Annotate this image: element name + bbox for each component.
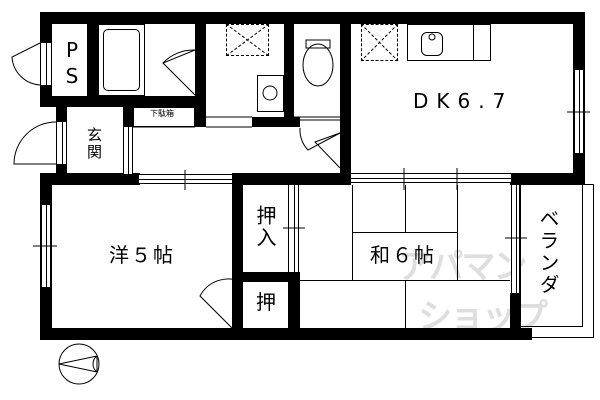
- window-ps-door: [40, 43, 52, 85]
- tatami-line: [352, 232, 458, 233]
- wall-closet-divider: [232, 272, 300, 282]
- wall-wash-toilet: [284, 12, 294, 117]
- kitchen-counter-divider: [473, 24, 474, 61]
- watermark-line1: アパマン: [398, 247, 527, 287]
- room-label-western: 洋５帖: [109, 243, 175, 267]
- wall-shoe-left: [123, 107, 133, 127]
- wall-washitsu-veranda: [510, 293, 520, 340]
- wall-wash-left: [195, 12, 206, 127]
- veranda-inner: [520, 184, 583, 327]
- shoe-cabinet-frame: [123, 127, 133, 174]
- room-label-shoe-cabinet: 下駄箱: [150, 109, 174, 118]
- sliding-door-veranda: [511, 185, 520, 293]
- tatami-line: [405, 185, 406, 232]
- room-label-closet-small: 押: [256, 290, 276, 314]
- wall-bath-bottom: [40, 96, 206, 107]
- wall-western-closet: [232, 173, 243, 340]
- veranda-area: [520, 184, 594, 338]
- kitchen-sink: [421, 32, 443, 56]
- wall-mid-horizontal-2: [232, 173, 350, 185]
- washbasin: [257, 75, 284, 112]
- tatami-line: [405, 280, 406, 328]
- room-label-entrance: 玄関: [85, 127, 103, 161]
- wall-mid-horizontal-3: [510, 173, 585, 185]
- bathtub-inner: [103, 29, 140, 91]
- kitchen-counter: [407, 24, 491, 61]
- wall-closet-right-lower: [288, 272, 300, 340]
- room-label-closet-large: 押入: [253, 205, 277, 249]
- wall-wash-bottom: [252, 117, 300, 127]
- wall-bottom: [40, 328, 532, 340]
- entrance-door-frame: [56, 122, 67, 164]
- washing-machine-space: [226, 24, 269, 56]
- room-label-japanese: 和６帖: [370, 243, 436, 267]
- refrigerator-space: [361, 24, 398, 61]
- wall-mid-horizontal: [40, 173, 140, 185]
- bathtub: [98, 24, 145, 96]
- wall-ps-bath: [87, 12, 98, 107]
- room-label-ps: PS: [60, 38, 84, 90]
- room-label-veranda: ベランダ: [536, 208, 560, 296]
- window-dk-washitsu: [351, 173, 511, 183]
- wall-toilet-dk: [340, 12, 351, 185]
- room-label-dk: DK6.7: [413, 89, 514, 113]
- wall-top: [40, 12, 585, 24]
- tatami-line: [457, 185, 458, 281]
